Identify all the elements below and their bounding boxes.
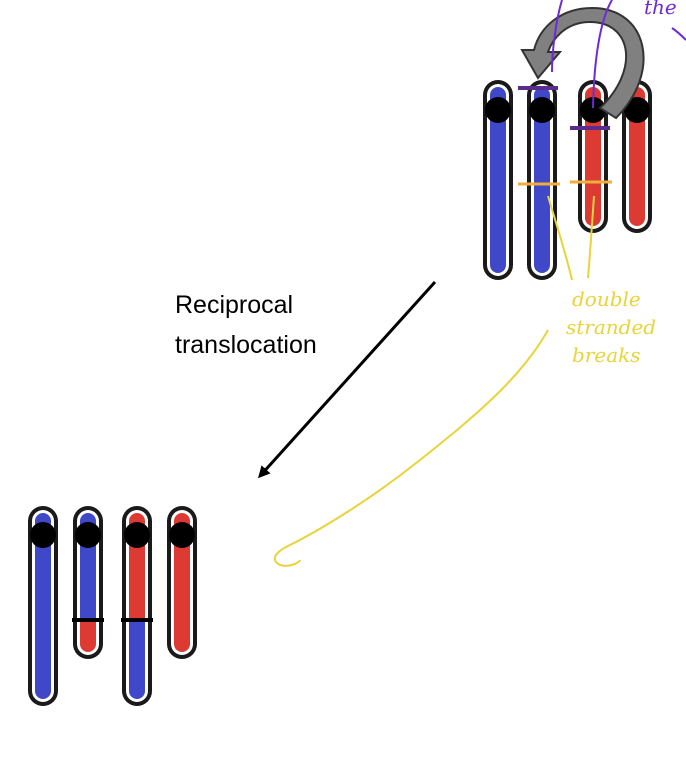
chromosomes-after bbox=[28, 506, 197, 706]
chromosome-after-blue-1 bbox=[28, 506, 58, 706]
chromosome-red-1 bbox=[578, 80, 608, 233]
chromosome-blue-2 bbox=[527, 80, 557, 280]
annotation-line-1: double bbox=[572, 287, 641, 311]
yellow-pointer-2 bbox=[587, 195, 595, 279]
annotation-line-2: stranded bbox=[566, 315, 656, 339]
centromere bbox=[624, 97, 650, 123]
centromere bbox=[30, 522, 56, 548]
chromosome-red-2 bbox=[622, 80, 652, 233]
translocation-arrow bbox=[257, 280, 437, 479]
annotation-line-3: breaks bbox=[572, 343, 641, 367]
yellow-annotation: double stranded breaks bbox=[273, 195, 656, 567]
curved-exchange-arrow bbox=[520, 6, 645, 120]
centromere bbox=[580, 97, 606, 123]
centromere bbox=[529, 97, 555, 123]
yellow-pointer-1 bbox=[547, 195, 573, 281]
purple-annotation: the bbox=[551, 0, 686, 109]
chromosome-after-blue-red bbox=[72, 506, 104, 659]
centromere bbox=[485, 97, 511, 123]
centromere bbox=[75, 522, 101, 548]
centromere bbox=[169, 522, 195, 548]
annotation-top-fragment: the bbox=[644, 0, 677, 19]
label-translocation: translocation bbox=[175, 331, 317, 359]
chromosome-blue-1 bbox=[483, 80, 513, 280]
yellow-long-curve bbox=[273, 329, 549, 567]
chromosomes-before bbox=[483, 80, 652, 280]
chromosome-after-red-blue bbox=[121, 506, 153, 706]
chromosome-after-red-2 bbox=[167, 506, 197, 659]
label-reciprocal: Reciprocal bbox=[175, 291, 293, 319]
centromere bbox=[124, 522, 150, 548]
